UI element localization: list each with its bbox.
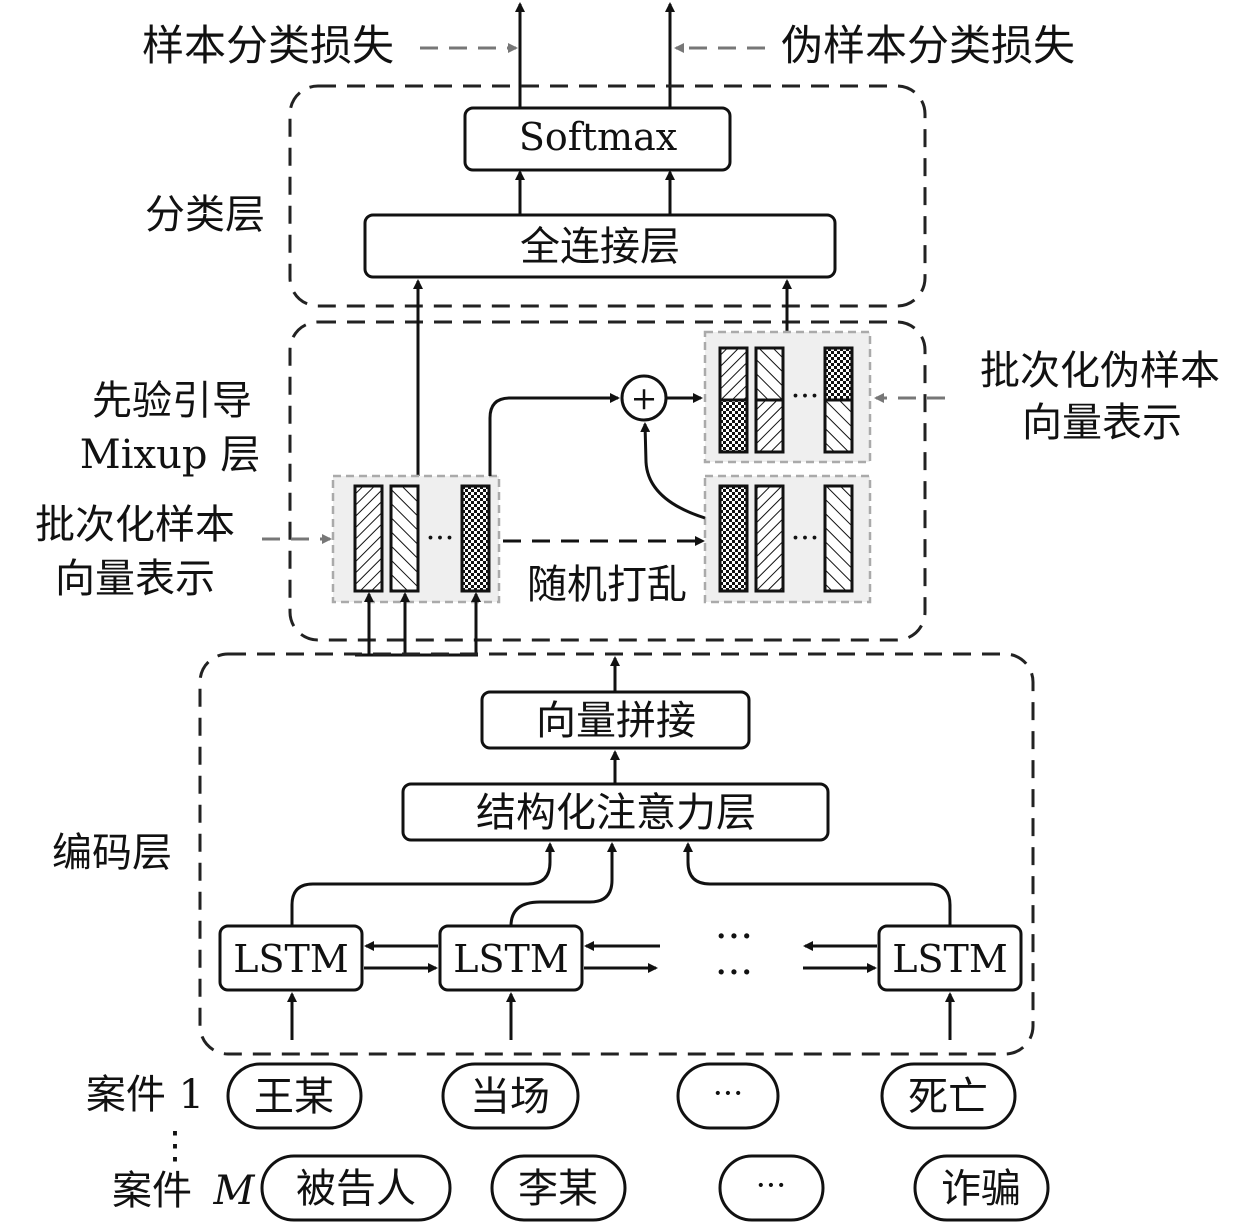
structured-attention-box [401,782,830,842]
shuffled-to-plus-arrow [640,422,706,520]
lstm-label-1: LSTM [233,937,349,981]
mixup-title-line1: 先验引导 [92,378,252,424]
lstm-label-3: LSTM [892,937,1008,981]
lstm-box-3 [877,924,1023,992]
lstm-label-2: LSTM [453,937,569,981]
pseudo-vector-n-bottom [823,398,854,454]
caseM-token-4 [913,1154,1050,1222]
fully-connected-box [363,213,837,279]
encoder-layer-region [198,652,1035,1056]
pseudo-loss-label: 伪样本分类损失 [781,21,1075,70]
pseudo-vector-2-bottom [754,398,785,454]
caseM-token-4-label: 诈骗 [941,1166,1021,1212]
shuffled-vector-1 [718,484,749,593]
pseudo-vector-2-top [754,346,785,402]
lstm3-to-attention-arrow [683,842,952,926]
case1-token-4 [880,1062,1017,1130]
classification-layer-title: 分类层 [145,192,265,238]
fully-connected-label: 全连接层 [520,224,680,270]
pseudo-vector-ellipsis: ··· [791,379,820,414]
caseM-label-var: M [213,1168,256,1214]
lstm-box-2 [438,924,584,992]
pseudo-vector-1-bottom [718,398,749,454]
lstm-middle-dots-bottom: ··· [715,950,753,996]
shuffle-label: 随机打乱 [527,562,687,608]
mixup-plus-symbol: + [631,379,658,417]
caseM-token-3 [718,1154,825,1222]
structured-attention-label: 结构化注意力层 [476,790,756,836]
batch-sample-label-line2: 向量表示 [55,556,215,602]
case1-label: 案件 1 [86,1072,204,1118]
shuffled-vector-ellipsis: ··· [791,521,820,556]
sample-to-plus-arrow [488,393,620,476]
classification-layer-region [288,84,927,308]
case1-token-1-label: 王某 [254,1074,334,1120]
pseudo-vector-1-top [718,346,749,402]
lstm-middle-dots-top: ··· [715,914,753,960]
caseM-token-2-label: 李某 [518,1166,598,1212]
softmax-box [463,106,732,172]
case1-token-1 [226,1062,363,1130]
sample-vector-2 [389,484,420,593]
sample-loss-label: 样本分类损失 [142,21,394,70]
batch-pseudo-label-line2: 向量表示 [1022,400,1182,446]
case1-token-3 [676,1062,780,1130]
lstm2-to-attention-arrow [509,842,617,927]
case1-token-4-label: 死亡 [908,1074,988,1120]
batch-pseudo-label-line1: 批次化伪样本 [980,348,1220,394]
case1-token-2-label: 当场 [470,1074,550,1120]
caseM-token-2 [490,1154,627,1222]
lstm1-to-attention-arrow [290,842,555,926]
mixup-title-line2: Mixup 层 [80,432,260,478]
caseM-token-3-label: ··· [756,1166,787,1204]
cases-vertical-ellipsis: ⋮ [156,1123,194,1167]
mixup-plus-operator [620,374,668,422]
vector-concat-box [480,690,751,750]
shuffled-vector-n [823,484,854,593]
softmax-label: Softmax [519,115,677,159]
shuffled-vector-2 [754,484,785,593]
sample-vector-1 [353,484,384,593]
encoder-layer-title: 编码层 [52,830,172,876]
mixup-layer-region [288,320,927,642]
batch-sample-label-line1: 批次化样本 [35,502,235,548]
case1-token-3-label: ··· [713,1074,744,1112]
case1-token-2 [441,1062,580,1130]
sample-vector-n [460,484,491,593]
vector-concat-label: 向量拼接 [536,698,696,744]
sample-vector-ellipsis: ··· [426,521,455,556]
caseM-token-1 [260,1154,452,1222]
caseM-label-cn: 案件 [112,1168,192,1214]
pseudo-vector-n-top [823,346,854,402]
caseM-token-1-label: 被告人 [296,1166,416,1212]
lstm-box-1 [218,924,364,992]
